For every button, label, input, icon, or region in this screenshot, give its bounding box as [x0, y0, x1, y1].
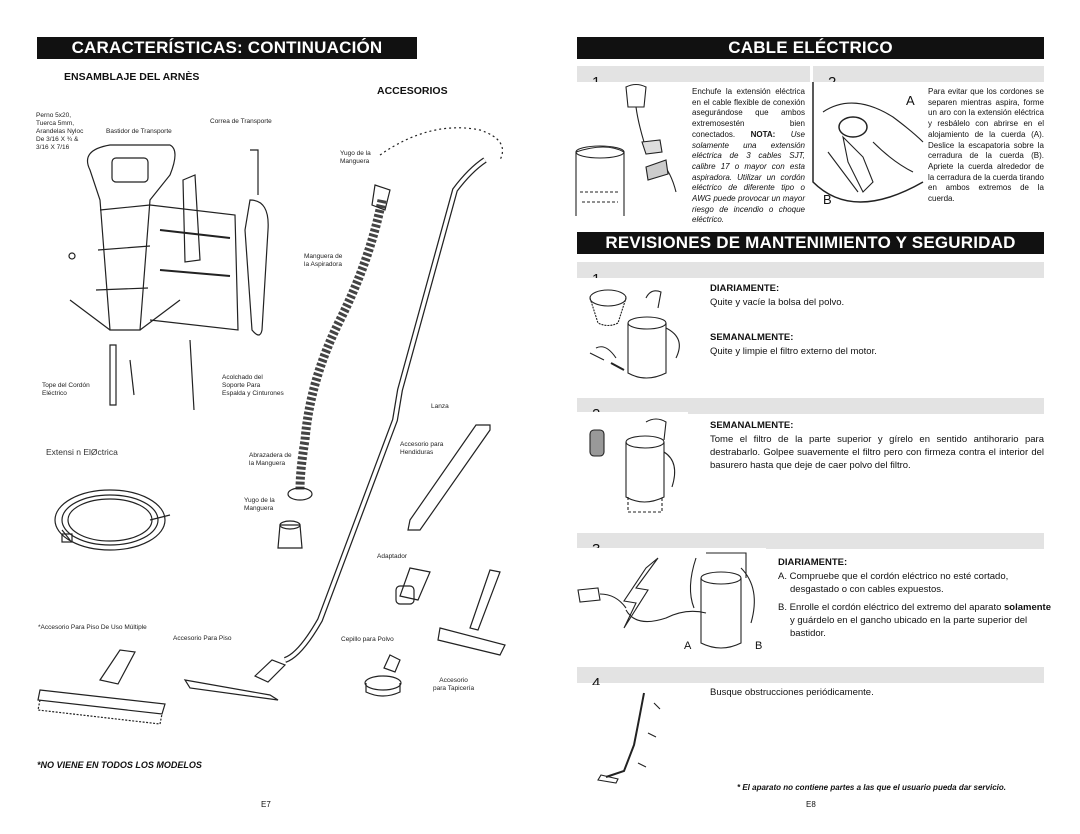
maint-step2-text: Tome el filtro de la parte superior y gí…	[710, 434, 1044, 471]
maint-step4-bar	[577, 667, 1044, 683]
cord-banner: CABLE ELÉCTRICO	[577, 37, 1044, 59]
maint-step2-heading: SEMANALMENTE:	[710, 420, 794, 431]
cord-step1-image	[575, 82, 684, 216]
dust-brush-label: Cepillo para Polvo	[341, 636, 394, 643]
left-banner: CARACTERÍSTICAS: CONTINUACIÓN	[37, 37, 417, 59]
left-page-number: E7	[261, 800, 271, 809]
maintenance-banner: REVISIONES DE MANTENIMIENTO Y SEGURIDAD	[577, 232, 1044, 254]
harness-title: ENSAMBLAJE DEL ARNÈS	[64, 71, 200, 83]
left-footnote: *NO VIENE EN TODOS LOS MODELOS	[37, 760, 202, 770]
cord-step2-image	[812, 82, 924, 216]
maint-step3-image	[576, 548, 766, 656]
maint-step3-bar	[577, 533, 1044, 549]
maint-step4-text: Busque obstrucciones periódicamente.	[710, 687, 874, 698]
maint-step3-heading: DIARIAMENTE:	[778, 557, 848, 568]
maint-step3-item-b: B. Enrolle el cordón eléctrico del extre…	[778, 602, 1052, 639]
frame-label: Bastidor de Transporte	[106, 128, 172, 135]
cord-step2-bar	[813, 66, 1044, 82]
maint-step1-heading1: DIARIAMENTE:	[710, 283, 780, 294]
cord-label: Extensi n ElØctrica	[46, 447, 118, 457]
cord-step2-label-a: A	[906, 93, 915, 108]
cord-step2-label-b: B	[823, 192, 832, 207]
accessories-illustration	[37, 127, 506, 725]
cord-step2-text: Para evitar que los cordones se separen …	[928, 87, 1044, 204]
maint-step1-text1: Quite y vacíe la bolsa del polvo.	[710, 297, 845, 308]
cord-step1-text: Enchufe la extensión eléctrica en el cab…	[692, 87, 805, 225]
right-page-number: E8	[806, 800, 816, 809]
maint-step3-label-a: A	[684, 640, 692, 652]
adapter-label: Adaptador	[377, 553, 407, 560]
multi-floor-label: *Accesorio Para Piso De Uso Múltiple	[38, 624, 147, 631]
maint-step4-image	[576, 685, 688, 789]
maint-step1-text2: Quite y limpie el filtro externo del mot…	[710, 346, 877, 357]
maint-step1-heading2: SEMANALMENTE:	[710, 332, 794, 343]
maint-step2-bar	[577, 398, 1044, 414]
maint-step3-label-b: B	[755, 640, 763, 652]
wand-label: Lanza	[431, 403, 449, 410]
maint-step1-image	[576, 278, 688, 388]
maint-step3-item-a: A. Compruebe que el cordón eléctrico no …	[778, 571, 1009, 595]
maint-step1-bar	[577, 262, 1044, 278]
strap-label: Correa de Transporte	[210, 118, 272, 125]
floor-label: Accesorio Para Piso	[173, 635, 232, 642]
maint-step2-image	[576, 412, 688, 524]
accessories-title: ACCESORIOS	[377, 85, 448, 97]
right-footnote: * El aparato no contiene partes a las qu…	[737, 783, 1006, 792]
cord-step1-bar	[577, 66, 810, 82]
